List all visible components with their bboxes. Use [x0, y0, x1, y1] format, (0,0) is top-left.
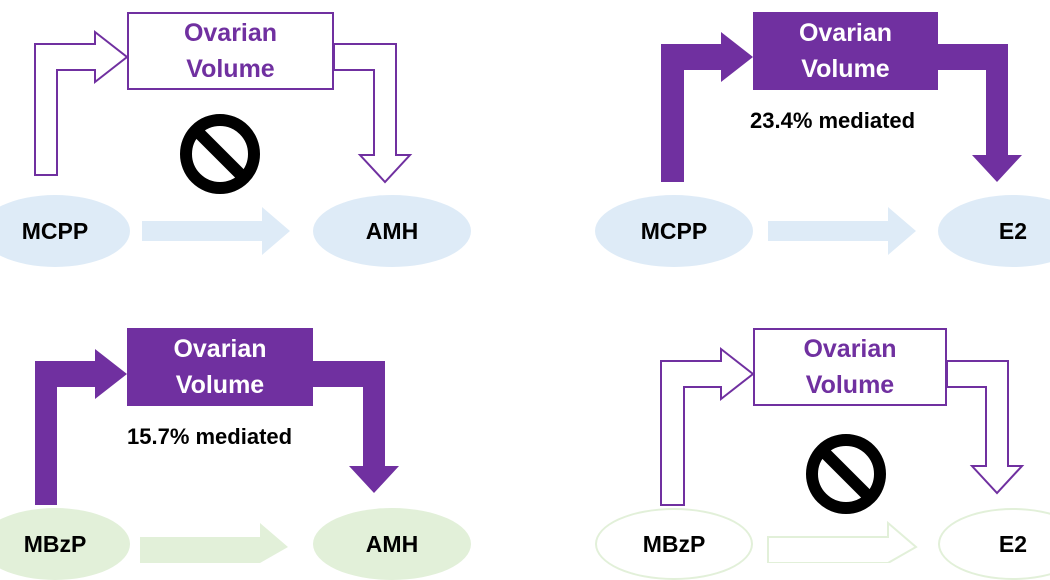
- exposure-to-mediator-arrow: [34, 29, 129, 176]
- exposure-to-mediator-arrow: [35, 349, 127, 505]
- outcome-label: AMH: [365, 217, 419, 244]
- no-entry-icon: [806, 434, 886, 514]
- mediator-box: Ovarian Volume: [127, 12, 334, 90]
- mediator-to-outcome-arrow: [333, 43, 413, 184]
- mediator-box: Ovarian Volume: [753, 12, 938, 90]
- direct-effect-arrow: [142, 207, 290, 255]
- exposure-node: MBzP: [595, 508, 753, 580]
- mediator-label-line2: Volume: [805, 371, 895, 399]
- exposure-label: MCPP: [21, 217, 89, 244]
- mediator-label-line2: Volume: [175, 371, 265, 399]
- outcome-node: AMH: [313, 195, 471, 267]
- mediator-label-line1: Ovarian: [173, 335, 267, 363]
- exposure-to-mediator-arrow: [661, 32, 753, 182]
- outcome-label: E2: [998, 217, 1028, 244]
- mediator-to-outcome-arrow: [946, 360, 1025, 495]
- exposure-label: MCPP: [640, 217, 708, 244]
- mediator-label-line1: Ovarian: [803, 335, 897, 363]
- exposure-to-mediator-arrow: [660, 346, 755, 506]
- arrows-layer: [34, 29, 1025, 563]
- mediator-box: Ovarian Volume: [127, 328, 313, 406]
- mediator-label-line1: Ovarian: [183, 19, 278, 47]
- mediation-diagram: Ovarian Volume MCPP AMH Ovarian Volume 2…: [0, 12, 1050, 580]
- mediator-label-line2: Volume: [186, 55, 275, 83]
- no-entry-icon: [180, 114, 260, 194]
- mediator-box: Ovarian Volume: [753, 328, 947, 406]
- mediator-to-outcome-arrow: [938, 44, 1022, 182]
- exposure-label: MBzP: [23, 530, 87, 557]
- outcome-node: E2: [938, 195, 1050, 267]
- mediator-to-outcome-arrow: [313, 361, 399, 493]
- outcome-label: E2: [998, 530, 1028, 557]
- exposure-node: MCPP: [0, 195, 130, 267]
- exposure-label: MBzP: [642, 530, 706, 557]
- exposure-node: MBzP: [0, 508, 130, 580]
- direct-effect-arrow: [140, 523, 288, 563]
- mediated-percentage: 15.7% mediated: [127, 424, 293, 449]
- exposure-node: MCPP: [595, 195, 753, 267]
- mediated-percentage: 23.4% mediated: [750, 108, 916, 133]
- direct-effect-arrow: [767, 520, 918, 563]
- mediator-label-line1: Ovarian: [798, 19, 893, 47]
- mediator-label-line2: Volume: [801, 55, 890, 83]
- outcome-node: AMH: [313, 508, 471, 580]
- outcome-label: AMH: [365, 530, 419, 557]
- direct-effect-arrow: [768, 207, 916, 255]
